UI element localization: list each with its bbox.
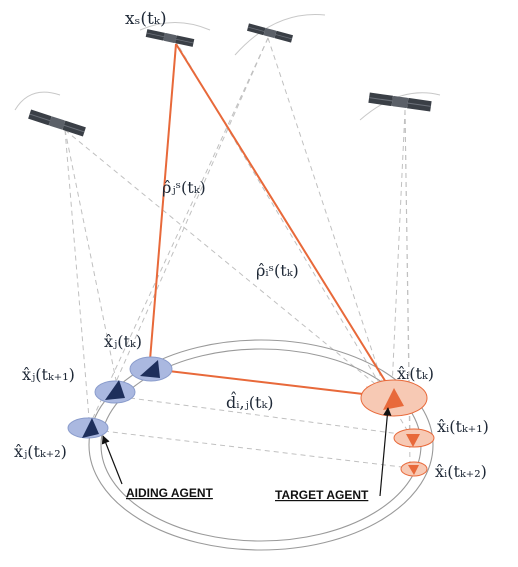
range-j-label: ρ̂ⱼˢ(tₖ) xyxy=(162,178,206,197)
satellite-icon xyxy=(145,28,195,48)
target-state-k1-label: x̂ᵢ(tₖ₊₁) xyxy=(437,417,489,436)
dashed-sight-lines xyxy=(64,37,416,469)
target-agent-pointer xyxy=(379,407,392,497)
target-agent-states xyxy=(360,379,435,477)
aiding-agent-pointer xyxy=(101,435,123,485)
pseudorange-lines xyxy=(149,43,393,393)
aiding-state-k-label: x̂ⱼ(tₖ) xyxy=(104,332,142,351)
aiding-agent-label: AIDING AGENT xyxy=(126,486,214,500)
satellite-state-label: xₛ(tₖ) xyxy=(125,9,167,29)
satellite-icon xyxy=(27,108,87,138)
aiding-agent-states xyxy=(67,356,173,439)
range-i-label: ρ̂ᵢˢ(tₖ) xyxy=(256,261,299,280)
target-state-k2-label: x̂ᵢ(tₖ₊₂) xyxy=(435,462,487,481)
inter-agent-distance-label: d̂ᵢ,ⱼ(tₖ) xyxy=(226,392,274,412)
orbit-arcs xyxy=(14,14,441,121)
target-state-k-label: x̂ᵢ(tₖ) xyxy=(397,364,434,383)
satellite-icon xyxy=(367,91,433,113)
target-agent-label: TARGET AGENT xyxy=(275,488,369,502)
inter-agent-distance-line xyxy=(159,369,382,403)
aiding-state-k1-label: x̂ⱼ(tₖ₊₁) xyxy=(22,365,75,384)
aiding-state-k2-label: x̂ⱼ(tₖ₊₂) xyxy=(14,442,67,461)
